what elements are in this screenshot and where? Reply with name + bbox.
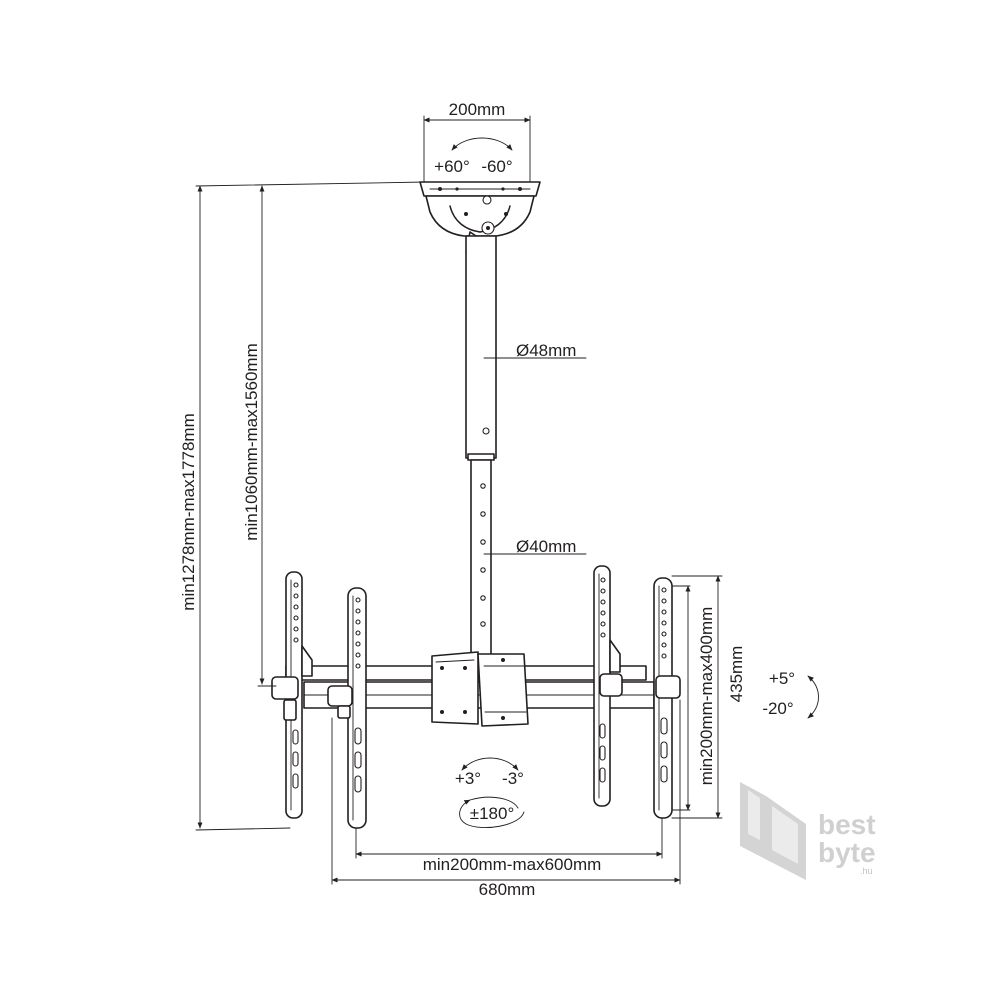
rotation-arrow xyxy=(459,796,525,829)
ceiling-plate xyxy=(419,181,541,197)
top-swivel-arrow xyxy=(451,137,513,151)
arm-height-label: 435mm xyxy=(727,646,746,703)
front-left-bracket xyxy=(327,587,367,829)
logo-text-line2: byte xyxy=(818,837,876,868)
tilt-down-label: -20° xyxy=(762,699,793,718)
lower-pole xyxy=(467,453,495,659)
bestbyte-logo: best byte .hu xyxy=(740,782,876,880)
vesa-width-label: min200mm-max600mm xyxy=(423,855,602,874)
level-left-label: +3° xyxy=(455,769,481,788)
upper-pole xyxy=(465,235,497,459)
lower-pole-diameter-label: Ø40mm xyxy=(516,537,576,556)
level-right-label: -3° xyxy=(502,769,524,788)
rotation-label: ±180° xyxy=(470,804,515,823)
front-right-bracket xyxy=(653,577,681,819)
dimension-lines xyxy=(195,115,723,885)
logo-text-line1: best xyxy=(818,809,876,840)
tilt-up-label: +5° xyxy=(769,669,795,688)
overall-width-label: 680mm xyxy=(479,880,536,899)
bracket-height-label: min200mm-max400mm xyxy=(697,607,716,786)
top-swivel-right-label: -60° xyxy=(481,157,512,176)
center-clamp xyxy=(431,651,529,727)
tilt-arrow xyxy=(807,675,819,719)
back-left-bracket xyxy=(271,571,313,819)
total-height-label: min1278mm-max1778mm xyxy=(179,413,198,610)
top-swivel-left-label: +60° xyxy=(434,157,470,176)
logo-text-suffix: .hu xyxy=(860,866,873,876)
top-plate-width-label: 200mm xyxy=(449,100,506,119)
pole-height-label: min1060mm-max1560mm xyxy=(242,343,261,540)
upper-pole-diameter-label: Ø48mm xyxy=(516,341,576,360)
back-right-bracket xyxy=(593,565,623,807)
level-arrow xyxy=(461,757,519,771)
